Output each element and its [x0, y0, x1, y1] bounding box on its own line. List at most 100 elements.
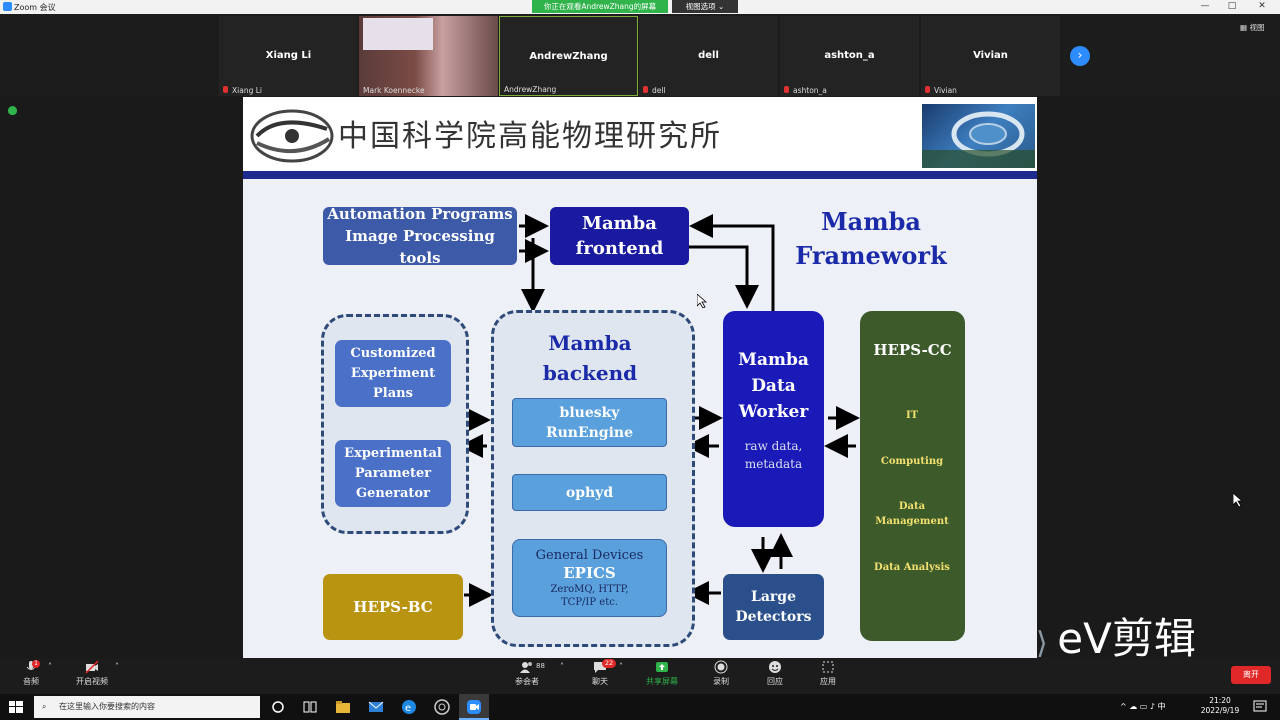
tray-icons[interactable]: ^ ☁ ▭ ♪ 中 — [1120, 701, 1166, 712]
watermark-text: eV剪辑 — [1057, 614, 1196, 663]
chat-options-chevron-icon[interactable]: ˄ — [619, 662, 623, 671]
devices-line-1: General Devices — [535, 548, 644, 563]
worker-line-2: Data — [751, 376, 796, 396]
heps-cc-item-data: Data — [898, 501, 926, 512]
backend-line-1: Mamba — [548, 331, 632, 355]
automation-line-1: Automation Programs — [327, 205, 513, 223]
participant-name: AndrewZhang — [529, 51, 608, 62]
muted-mic-icon — [784, 86, 789, 93]
zoom-app-icon — [3, 2, 12, 11]
participant-tile-video[interactable]: Mark Koennecke — [359, 16, 498, 96]
task-view-icon[interactable] — [302, 699, 318, 715]
windows-start-icon[interactable] — [8, 699, 24, 715]
volume-icon: ♪ — [1149, 702, 1156, 711]
devices-line-2: EPICS — [563, 564, 616, 582]
slide-title-line-1: Mamba — [821, 207, 921, 236]
participant-name: ashton_a — [824, 50, 875, 61]
watermark-logo-icon: ⟩ — [1036, 626, 1058, 661]
participant-name: dell — [698, 50, 719, 61]
reactions-button[interactable]: 回应 — [750, 660, 800, 687]
video-options-chevron-icon[interactable]: ˄ — [115, 662, 119, 671]
mamba-data-worker-box: Mamba Data Worker raw data, metadata — [723, 311, 824, 527]
share-screen-button[interactable]: 共享屏幕 — [637, 660, 687, 687]
heps-bc-box: HEPS-BC — [323, 574, 463, 640]
smiley-icon — [769, 661, 781, 673]
participant-tile[interactable]: dell dell — [639, 16, 778, 96]
participant-tile-active-speaker[interactable]: AndrewZhang AndrewZhang — [499, 16, 638, 96]
ophyd-label: ophyd — [565, 484, 614, 501]
plans-line-1: Customized — [350, 345, 436, 361]
slide-title: Mamba Framework — [791, 205, 951, 273]
param-line-1: Experimental — [344, 445, 442, 461]
window-title: Zoom 会议 — [14, 3, 56, 12]
participant-name: Xiang Li — [265, 50, 312, 61]
minimize-button[interactable]: — — [1200, 1, 1210, 11]
participants-label: 参会者 — [515, 677, 539, 686]
zoom-taskbar-button[interactable] — [459, 694, 489, 720]
apps-button[interactable]: 应用 — [803, 660, 853, 687]
participant-label: ashton_a — [793, 86, 827, 95]
next-page-arrow-icon[interactable]: › — [1070, 46, 1090, 66]
diagram-arrows — [459, 214, 860, 607]
worker-line-1: Mamba — [738, 350, 809, 370]
taskbar-clock[interactable]: 21:20 2022/9/19 — [1196, 696, 1244, 716]
participant-tile[interactable]: Xiang Li Xiang Li — [219, 16, 358, 96]
cortana-circle-icon[interactable] — [270, 699, 286, 715]
apps-icon — [822, 661, 834, 673]
participant-label: Xiang Li — [232, 86, 262, 95]
param-line-3: Generator — [356, 485, 430, 501]
muted-mic-icon — [223, 86, 228, 93]
record-label: 录制 — [713, 677, 729, 686]
bluesky-line-2: RunEngine — [545, 424, 634, 441]
notifications-icon[interactable] — [1252, 699, 1268, 715]
muted-mic-icon — [643, 86, 648, 93]
edge-browser-icon[interactable]: e — [401, 699, 417, 715]
large-detectors-box: Large Detectors — [723, 574, 824, 640]
customized-plans-box: Customized Experiment Plans — [335, 340, 451, 407]
heps-cc-item-management: Management — [875, 516, 949, 527]
leave-meeting-button[interactable]: 离开 — [1231, 666, 1271, 684]
ev-editor-watermark: ⟩ eV剪辑 — [1036, 605, 1196, 666]
chat-label: 聊天 — [592, 677, 608, 686]
participant-tile[interactable]: ashton_a ashton_a — [780, 16, 919, 96]
chrome-like-browser-icon[interactable] — [434, 699, 450, 715]
participants-options-chevron-icon[interactable]: ˄ — [560, 662, 564, 671]
file-explorer-icon[interactable] — [335, 699, 351, 715]
viewing-screen-banner: 你正在观看AndrewZhang的屏幕 — [532, 0, 668, 13]
svg-text:e: e — [405, 703, 411, 714]
apps-label: 应用 — [820, 677, 836, 686]
view-button[interactable]: ▦ 视图 — [1240, 22, 1264, 33]
bluesky-runengine-box: bluesky RunEngine — [512, 398, 667, 447]
participants-icon — [520, 662, 532, 673]
ime-indicator: 中 — [1157, 702, 1166, 711]
slide-title-line-2: Framework — [795, 241, 947, 270]
taskbar-search-box[interactable]: ⌕ 在这里输入你要搜索的内容 — [34, 696, 260, 718]
detectors-line-1: Large — [751, 589, 796, 605]
heps-cc-item-data-analysis: Data Analysis — [874, 562, 950, 573]
heps-cc-item-it: IT — [905, 410, 919, 421]
share-label: 共享屏幕 — [646, 677, 678, 686]
participants-button[interactable]: 参会者 — [502, 660, 552, 687]
ophyd-box: ophyd — [512, 474, 667, 511]
heps-bc-label: HEPS-BC — [353, 598, 433, 616]
close-button[interactable]: ✕ — [1258, 1, 1266, 11]
participant-name: Vivian — [973, 50, 1008, 61]
mail-icon[interactable] — [368, 699, 384, 715]
maximize-button[interactable]: □ — [1227, 1, 1237, 11]
participant-label: AndrewZhang — [504, 85, 557, 94]
view-label: 视图 — [1249, 23, 1265, 32]
participant-tile[interactable]: Vivian Vivian — [921, 16, 1060, 96]
record-button[interactable]: 录制 — [696, 660, 746, 687]
clock-date: 2022/9/19 — [1200, 706, 1240, 715]
video-label: 开启视频 — [76, 677, 108, 686]
chevron-up-icon: ^ — [1120, 702, 1127, 711]
view-options-button[interactable]: 视图选项 ⌄ — [672, 0, 738, 13]
participants-count: 88 — [536, 662, 545, 670]
detectors-line-2: Detectors — [735, 609, 812, 625]
slide-header: 中国科学院高能物理研究所 — [243, 97, 1037, 175]
start-video-button[interactable]: 开启视频 — [67, 660, 117, 687]
audio-options-chevron-icon[interactable]: ˄ — [48, 662, 52, 671]
participant-label: Vivian — [934, 86, 957, 95]
encryption-shield-icon[interactable] — [8, 106, 17, 115]
ring-image — [922, 111, 1035, 168]
